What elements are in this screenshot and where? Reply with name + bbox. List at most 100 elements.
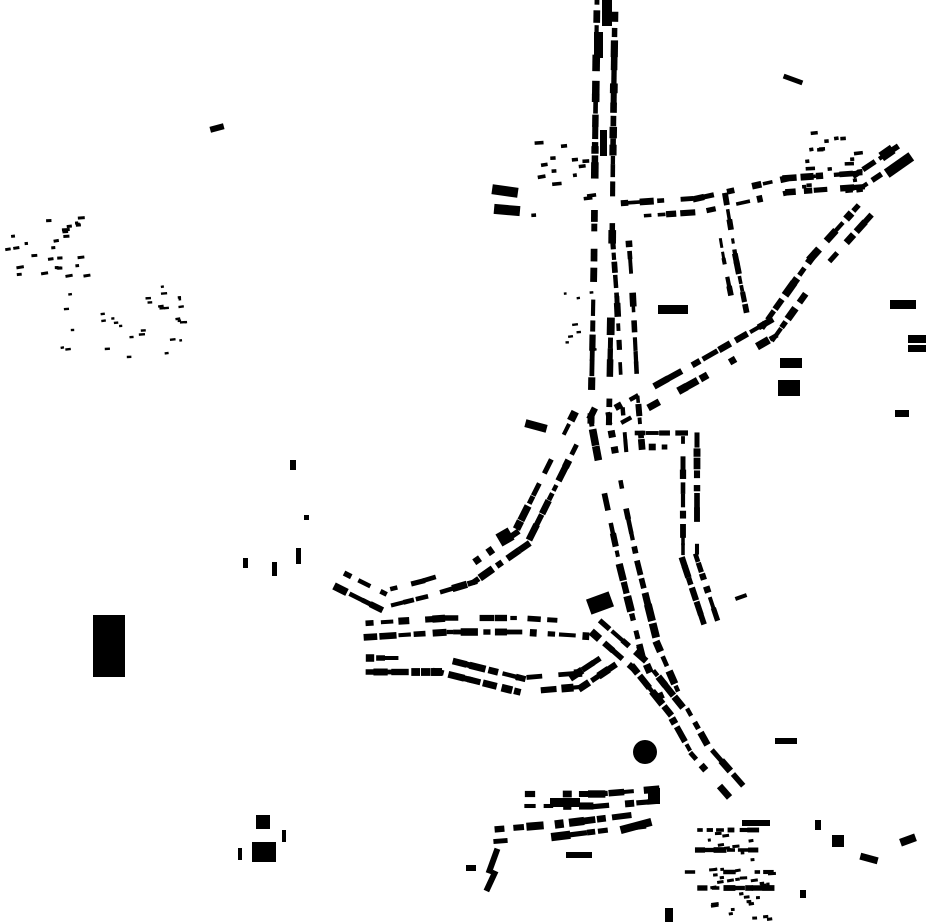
building <box>332 582 349 596</box>
building <box>612 274 619 289</box>
building <box>730 907 735 912</box>
building <box>382 655 399 661</box>
building <box>726 187 735 195</box>
building <box>734 868 741 873</box>
building <box>53 238 60 243</box>
building <box>680 209 696 217</box>
building <box>467 676 482 686</box>
building <box>460 628 478 636</box>
building <box>723 869 736 875</box>
building <box>159 306 165 310</box>
building <box>610 155 616 165</box>
building <box>482 679 498 690</box>
building <box>637 673 652 691</box>
building <box>790 276 801 286</box>
building <box>526 821 544 831</box>
building <box>717 842 725 847</box>
building <box>505 547 522 562</box>
building <box>565 341 569 344</box>
building <box>660 680 677 698</box>
building <box>70 328 75 332</box>
building <box>707 596 717 612</box>
building <box>716 828 724 832</box>
building <box>620 581 630 595</box>
building <box>628 258 634 274</box>
building <box>657 212 666 217</box>
building <box>781 280 798 298</box>
building <box>680 196 694 202</box>
building <box>589 349 595 362</box>
building <box>713 847 727 853</box>
building <box>845 188 854 194</box>
building <box>590 209 598 222</box>
building <box>635 403 643 417</box>
building <box>586 828 596 836</box>
building <box>727 827 735 833</box>
building <box>597 618 612 632</box>
building <box>705 206 717 214</box>
building <box>620 407 626 416</box>
building <box>512 519 525 531</box>
building <box>763 869 774 875</box>
building <box>446 629 454 635</box>
building <box>728 911 734 916</box>
building <box>411 668 421 676</box>
building <box>605 411 613 425</box>
building <box>145 296 152 300</box>
building <box>616 339 623 350</box>
building <box>592 445 603 462</box>
building <box>567 334 574 339</box>
building <box>817 147 824 152</box>
building <box>540 162 548 168</box>
building <box>680 482 686 494</box>
building <box>602 0 612 26</box>
building <box>633 361 639 374</box>
building <box>725 276 732 289</box>
building <box>590 267 598 282</box>
building <box>739 291 748 303</box>
building <box>652 375 670 390</box>
building <box>238 848 242 860</box>
building <box>899 833 917 847</box>
building <box>566 852 592 858</box>
building <box>282 830 286 842</box>
building <box>571 322 579 327</box>
building <box>908 345 926 352</box>
building <box>797 266 807 277</box>
building <box>623 789 634 795</box>
building <box>648 788 660 804</box>
building <box>513 687 522 696</box>
building <box>209 123 225 133</box>
building <box>756 194 764 203</box>
building <box>600 130 607 156</box>
building <box>111 317 115 320</box>
building <box>113 321 119 325</box>
building <box>661 704 675 718</box>
building <box>597 827 609 834</box>
building <box>398 632 412 638</box>
building <box>665 908 673 922</box>
building <box>815 820 821 830</box>
building <box>175 317 181 321</box>
building <box>588 428 600 447</box>
building <box>652 639 664 654</box>
building <box>618 479 625 490</box>
building <box>138 333 146 336</box>
building <box>693 600 704 616</box>
building <box>758 320 769 330</box>
building <box>694 432 700 448</box>
building <box>63 234 70 239</box>
building <box>782 73 804 86</box>
building <box>883 152 915 178</box>
building <box>755 896 760 900</box>
building <box>550 156 556 161</box>
building <box>389 585 398 592</box>
building <box>639 197 654 206</box>
building <box>748 838 754 843</box>
building <box>410 578 426 587</box>
building <box>578 163 586 169</box>
building <box>723 885 736 891</box>
building <box>582 159 590 164</box>
building <box>730 238 735 244</box>
building <box>628 531 635 541</box>
